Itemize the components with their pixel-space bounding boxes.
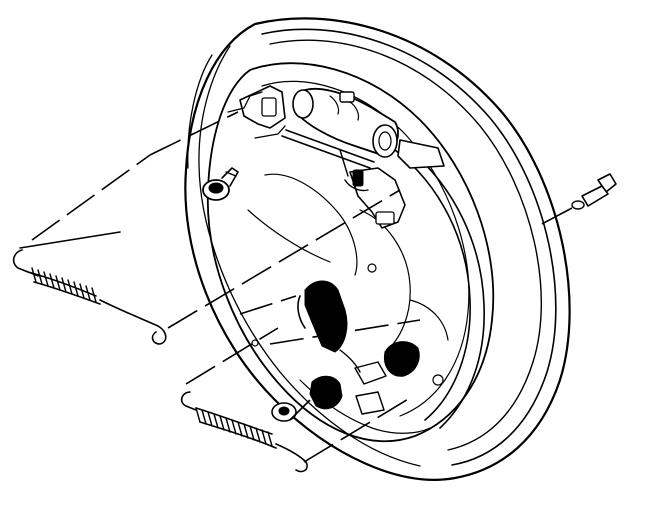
mounting-bolt [537,173,617,227]
wheel-cylinder [227,85,445,169]
adjuster-lever [339,149,406,229]
mounting-grommet [202,167,239,201]
backing-plate [206,62,495,443]
lower-return-spring [180,391,308,473]
adjuster-screw [297,280,420,385]
hold-down-spring [271,375,385,422]
brake-drum-rim [184,17,571,481]
leader-lines [31,111,421,463]
upper-return-spring [12,231,167,345]
